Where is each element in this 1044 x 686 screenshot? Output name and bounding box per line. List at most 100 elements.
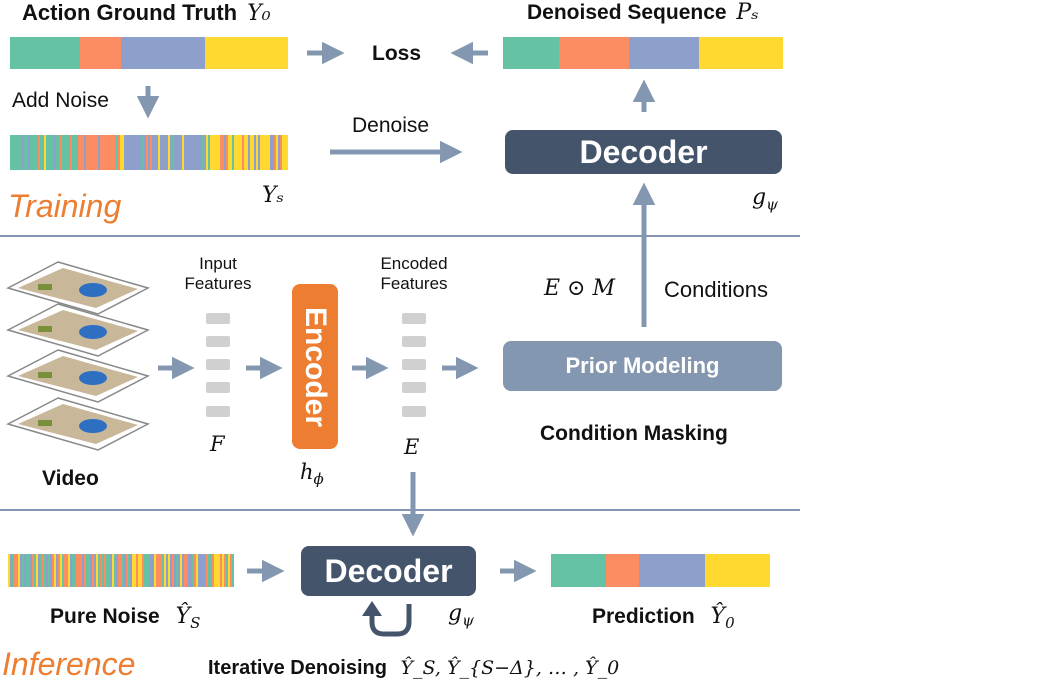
noise-stripe bbox=[192, 554, 194, 587]
noise-stripe bbox=[36, 554, 38, 587]
noise-stripe bbox=[82, 554, 84, 587]
noise-stripe bbox=[44, 554, 46, 587]
noise-stripe bbox=[64, 554, 66, 587]
noise-stripe bbox=[10, 554, 12, 587]
noise-stripe bbox=[240, 135, 242, 170]
noise-stripe bbox=[188, 135, 190, 170]
f-label: F bbox=[210, 432, 225, 456]
noise-stripe bbox=[262, 135, 264, 170]
noise-stripe bbox=[130, 554, 132, 587]
noise-stripe bbox=[70, 135, 72, 170]
noise-stripe bbox=[24, 135, 26, 170]
noise-stripe bbox=[200, 554, 202, 587]
noise-stripe bbox=[184, 135, 186, 170]
noise-stripe bbox=[70, 554, 72, 587]
noise-stripe bbox=[222, 135, 224, 170]
noise-stripe bbox=[32, 135, 34, 170]
noise-stripe bbox=[248, 135, 250, 170]
e-label: E bbox=[404, 435, 420, 459]
noise-stripe bbox=[48, 554, 50, 587]
noise-stripe bbox=[198, 554, 200, 587]
noise-stripe bbox=[168, 135, 170, 170]
noise-stripe bbox=[56, 135, 58, 170]
noise-stripe bbox=[130, 135, 132, 170]
noise-stripe bbox=[198, 135, 200, 170]
noise-stripe bbox=[150, 135, 152, 170]
noise-stripe bbox=[224, 135, 226, 170]
noise-stripe bbox=[210, 554, 212, 587]
noise-stripe bbox=[132, 554, 134, 587]
noise-stripe bbox=[170, 554, 172, 587]
noise-stripe bbox=[20, 554, 22, 587]
noise-stripe bbox=[82, 135, 84, 170]
noise-stripe bbox=[242, 135, 244, 170]
noise-stripe bbox=[56, 554, 58, 587]
noise-stripe bbox=[232, 135, 234, 170]
noise-stripe bbox=[24, 554, 26, 587]
noise-stripe bbox=[280, 135, 282, 170]
noise-stripe bbox=[146, 135, 148, 170]
noise-stripe bbox=[216, 554, 218, 587]
noise-stripe bbox=[52, 554, 54, 587]
noise-stripe bbox=[46, 135, 48, 170]
noise-stripe bbox=[126, 554, 128, 587]
denoise-label: Denoise bbox=[352, 114, 430, 137]
noise-stripe bbox=[230, 554, 232, 587]
noise-stripe bbox=[208, 135, 210, 170]
noise-stripe bbox=[152, 135, 154, 170]
noise-stripe bbox=[108, 554, 110, 587]
noise-stripe bbox=[66, 554, 68, 587]
noise-stripe bbox=[34, 554, 36, 587]
noise-stripe bbox=[140, 554, 142, 587]
noise-stripe bbox=[232, 554, 234, 587]
noise-stripe bbox=[274, 135, 276, 170]
noise-stripe bbox=[102, 554, 104, 587]
noise-stripe bbox=[144, 135, 146, 170]
noise-stripe bbox=[252, 135, 254, 170]
noise-stripe bbox=[236, 135, 238, 170]
noise-stripe bbox=[48, 135, 50, 170]
action-ground-truth-label: Action Ground Truth Y₀ bbox=[22, 0, 271, 26]
noise-stripe bbox=[194, 554, 196, 587]
noise-stripe bbox=[68, 135, 70, 170]
noise-stripe bbox=[134, 135, 136, 170]
noise-stripe bbox=[166, 554, 168, 587]
noise-stripe bbox=[202, 135, 204, 170]
training-g-psi-label: gψ bbox=[752, 185, 778, 214]
noise-stripe bbox=[140, 135, 142, 170]
noise-stripe bbox=[182, 554, 184, 587]
video-label: Video bbox=[42, 467, 99, 490]
add-noise-label: Add Noise bbox=[12, 89, 109, 112]
noise-stripe bbox=[38, 135, 40, 170]
noise-stripe bbox=[20, 135, 22, 170]
prior-modeling-label: Prior Modeling bbox=[565, 353, 720, 378]
ys-label: Yₛ bbox=[262, 183, 284, 208]
noise-stripe bbox=[196, 554, 198, 587]
noise-stripe bbox=[192, 135, 194, 170]
noise-stripe bbox=[174, 554, 176, 587]
noise-stripe bbox=[86, 135, 88, 170]
encoder-label: Encoder bbox=[299, 306, 332, 427]
noise-stripe bbox=[176, 554, 178, 587]
noise-stripe bbox=[26, 135, 28, 170]
denoised-sequence-bar bbox=[503, 37, 783, 69]
noise-stripe bbox=[10, 135, 12, 170]
noise-stripe bbox=[220, 554, 222, 587]
noisy-sequence-bar bbox=[10, 135, 288, 170]
noise-stripe bbox=[80, 554, 82, 587]
noise-stripe bbox=[106, 135, 108, 170]
noise-stripe bbox=[122, 554, 124, 587]
noise-stripe bbox=[180, 554, 182, 587]
noise-stripe bbox=[164, 554, 166, 587]
noise-stripe bbox=[100, 554, 102, 587]
noise-stripe bbox=[112, 135, 114, 170]
noise-stripe bbox=[108, 135, 110, 170]
noise-stripe bbox=[122, 135, 124, 170]
noise-stripe bbox=[194, 135, 196, 170]
noise-stripe bbox=[126, 135, 128, 170]
noise-stripe bbox=[226, 554, 228, 587]
noise-stripe bbox=[218, 135, 220, 170]
noise-stripe bbox=[160, 554, 162, 587]
noise-stripe bbox=[74, 554, 76, 587]
noise-stripe bbox=[110, 554, 112, 587]
